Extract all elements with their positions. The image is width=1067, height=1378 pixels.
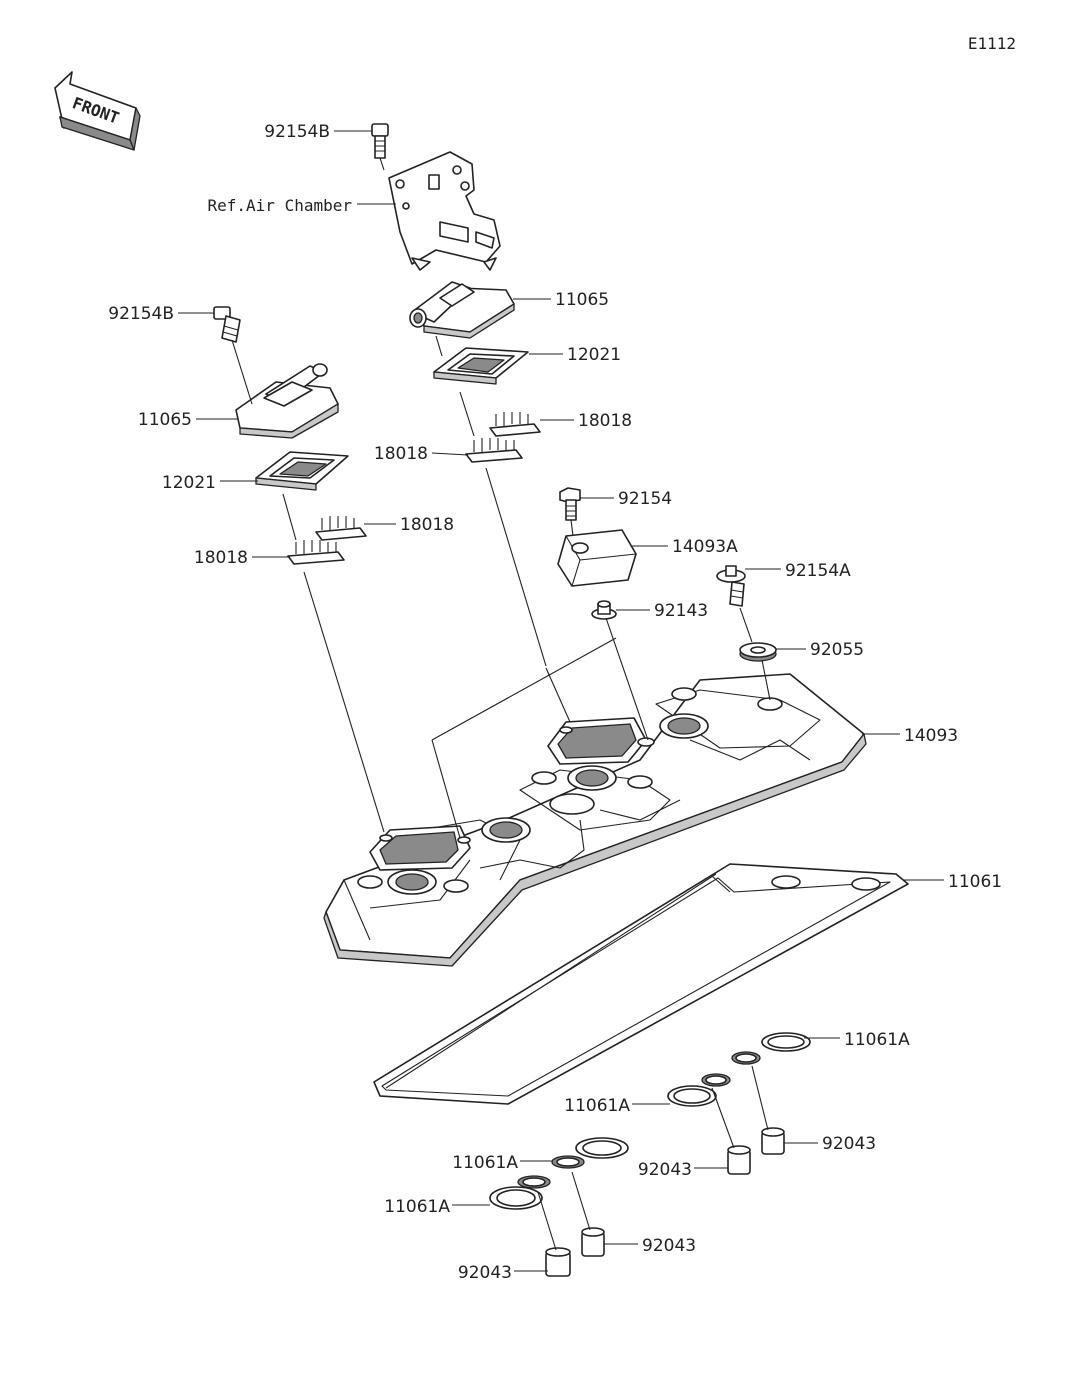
label-11061A-left-2: 11061A: [384, 1197, 450, 1217]
label-92055: 92055: [810, 640, 864, 660]
reed-stop-right-upper: [489, 412, 541, 437]
bolt-92154B-left: [213, 306, 241, 343]
reed-plate-left: [255, 451, 349, 491]
label-11065-right: 11065: [555, 290, 609, 310]
dowel-right-1: [761, 1127, 785, 1155]
diagram-code: E1112: [968, 34, 1016, 53]
dowel-left-1: [581, 1227, 605, 1257]
label-92043-right-1: 92043: [822, 1134, 876, 1154]
label-12021-left: 12021: [162, 473, 216, 493]
label-92154B-left: 92154B: [108, 304, 174, 324]
air-chamber-bracket: [388, 151, 501, 271]
reed-valve-cover-left: [235, 363, 339, 439]
label-11061A-right-2: 11061A: [564, 1096, 630, 1116]
plug-gasket-right-lower: [667, 1073, 731, 1107]
label-92154: 92154: [618, 489, 672, 509]
assembly-guide-lines: [231, 157, 771, 1251]
label-18018-right-2: 18018: [374, 444, 428, 464]
reed-valve-cover-right: [409, 281, 515, 339]
bolt-92154: [559, 487, 581, 521]
label-11065-left: 11065: [138, 410, 192, 430]
bolt-92154B-top: [371, 123, 389, 159]
label-11061A-right-1: 11061A: [844, 1030, 910, 1050]
cylinder-head-cover: [323, 673, 867, 967]
label-18018-right-1: 18018: [578, 411, 632, 431]
grommet-92055: [739, 642, 777, 662]
dowel-right-2: [727, 1145, 751, 1175]
plug-gasket-right-upper: [731, 1032, 811, 1065]
reed-stop-left-upper: [315, 516, 367, 541]
reed-stop-left-lower: [287, 540, 345, 565]
reed-stop-right-lower: [465, 438, 523, 463]
bracket-14093A: [557, 529, 637, 587]
label-92043-left-2: 92043: [458, 1263, 512, 1283]
plug-gasket-left-upper: [551, 1137, 629, 1169]
label-14093: 14093: [904, 726, 958, 746]
plug-gasket-left-lower: [489, 1175, 551, 1210]
front-arrow-icon: FRONT: [54, 71, 141, 151]
label-92043-left-1: 92043: [642, 1236, 696, 1256]
label-18018-left-1: 18018: [400, 515, 454, 535]
label-92143: 92143: [654, 601, 708, 621]
label-11061A-left-1: 11061A: [452, 1153, 518, 1173]
reed-plate-right: [433, 347, 529, 385]
head-cover-gasket: [373, 863, 909, 1105]
label-14093A: 14093A: [672, 537, 738, 557]
label-12021-right: 12021: [567, 345, 621, 365]
collar-92143: [591, 600, 617, 620]
label-ref-air-chamber: Ref.Air Chamber: [208, 196, 353, 215]
dowel-left-2: [545, 1247, 571, 1277]
label-18018-left-2: 18018: [194, 548, 248, 568]
label-92154B-top: 92154B: [264, 122, 330, 142]
label-92154A: 92154A: [785, 561, 851, 581]
label-11061: 11061: [948, 872, 1002, 892]
bolt-92154A: [716, 565, 746, 607]
label-92043-right-2: 92043: [638, 1160, 692, 1180]
